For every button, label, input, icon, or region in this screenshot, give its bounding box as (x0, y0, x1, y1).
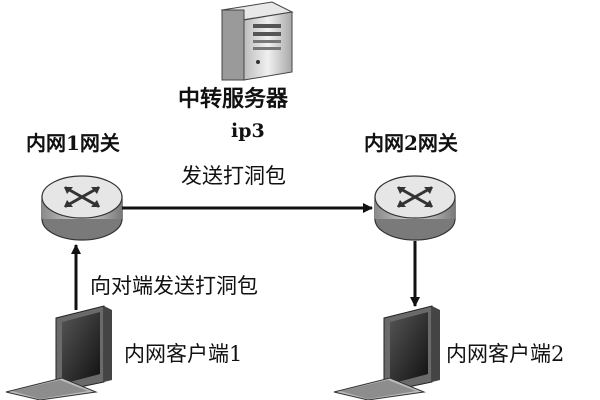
client-1-label: 内网客户端1 (124, 342, 243, 366)
gateway-2-router-icon (374, 175, 456, 241)
server-tower-icon (220, 1, 294, 81)
client-1-desktop-computer-icon (5, 305, 112, 400)
server-ip-label: ip3 (231, 120, 265, 142)
edge-label-gateway-to-gateway: 发送打洞包 (181, 164, 286, 188)
edge-label-client1-to-gateway1: 向对端发送打洞包 (90, 274, 258, 298)
gateway-1-label: 内网1网关 (26, 131, 120, 155)
server-label: 中转服务器 (178, 86, 289, 112)
client-2-label: 内网客户端2 (446, 342, 565, 366)
gateway-2-label: 内网2网关 (364, 131, 458, 155)
gateway-1-router-icon (41, 175, 123, 241)
client-2-desktop-computer-icon (333, 305, 440, 400)
